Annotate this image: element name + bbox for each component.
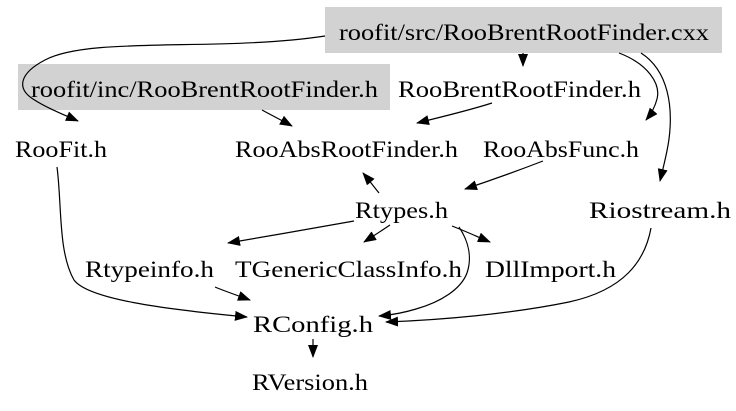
edge-rtypeinfo-to-rconfig-arrow bbox=[214, 286, 251, 301]
edge-inc-to-rooabsrootfinder-arrow bbox=[261, 109, 293, 127]
edge-roofit-to-rconfig-arrow bbox=[56, 166, 248, 321]
edge-rtypes-to-rconfig-arrow bbox=[378, 226, 470, 320]
node-roofit-inc-roobrentrootfinder-h[interactable]: roofit/inc/RooBrentRootFinder.h bbox=[31, 77, 379, 102]
node-rooabsrootfinder-h[interactable]: RooAbsRootFinder.h bbox=[235, 137, 459, 162]
node-rtypes-h[interactable]: Rtypes.h bbox=[355, 198, 449, 223]
edge-riostream-to-rconfig-arrow bbox=[385, 227, 652, 327]
edge-rtypes-to-rtypeinfo-arrow bbox=[227, 220, 355, 246]
node-roofit-h[interactable]: RooFit.h bbox=[15, 137, 108, 162]
edge-header-to-rooabsrootfinder-arrow bbox=[416, 102, 493, 125]
node-rooabsfunc-h[interactable]: RooAbsFunc.h bbox=[483, 137, 640, 162]
node-rversion-h[interactable]: RVersion.h bbox=[252, 370, 369, 395]
edge-rtypes-to-dllimport-arrow bbox=[451, 225, 491, 243]
node-box-roofit-inc-roobrentrootfinder-h bbox=[18, 64, 390, 110]
edge-rtypes-to-rooabsrootfinder-arrow bbox=[362, 172, 380, 194]
node-roofit-src-roobrentrootfinder-cxx: roofit/src/RooBrentRootFinder.cxx bbox=[339, 20, 710, 45]
node-riostream-h[interactable]: Riostream.h bbox=[589, 198, 732, 223]
node-tgenericclassinfo-h[interactable]: TGenericClassInfo.h bbox=[235, 257, 463, 282]
node-dllimport-h[interactable]: DllImport.h bbox=[485, 257, 617, 282]
node-roobrentrootfinder-h[interactable]: RooBrentRootFinder.h bbox=[398, 77, 642, 102]
node-box-roofit-src-roobrentrootfinder-cxx bbox=[325, 7, 722, 53]
edge-cxx-to-roofit-arrow bbox=[22, 35, 326, 122]
node-rtypeinfo-h[interactable]: Rtypeinfo.h bbox=[85, 257, 215, 282]
node-rconfig-h[interactable]: RConfig.h bbox=[253, 312, 374, 337]
edge-rooabsfunc-to-rtypes-arrow bbox=[464, 160, 544, 190]
edge-cxx-to-riostream-arrow bbox=[640, 52, 671, 182]
edge-rtypes-to-tgenericclassinfo-arrow bbox=[363, 224, 391, 243]
edge-cxx-to-rooabsfunc-arrow bbox=[618, 52, 659, 121]
